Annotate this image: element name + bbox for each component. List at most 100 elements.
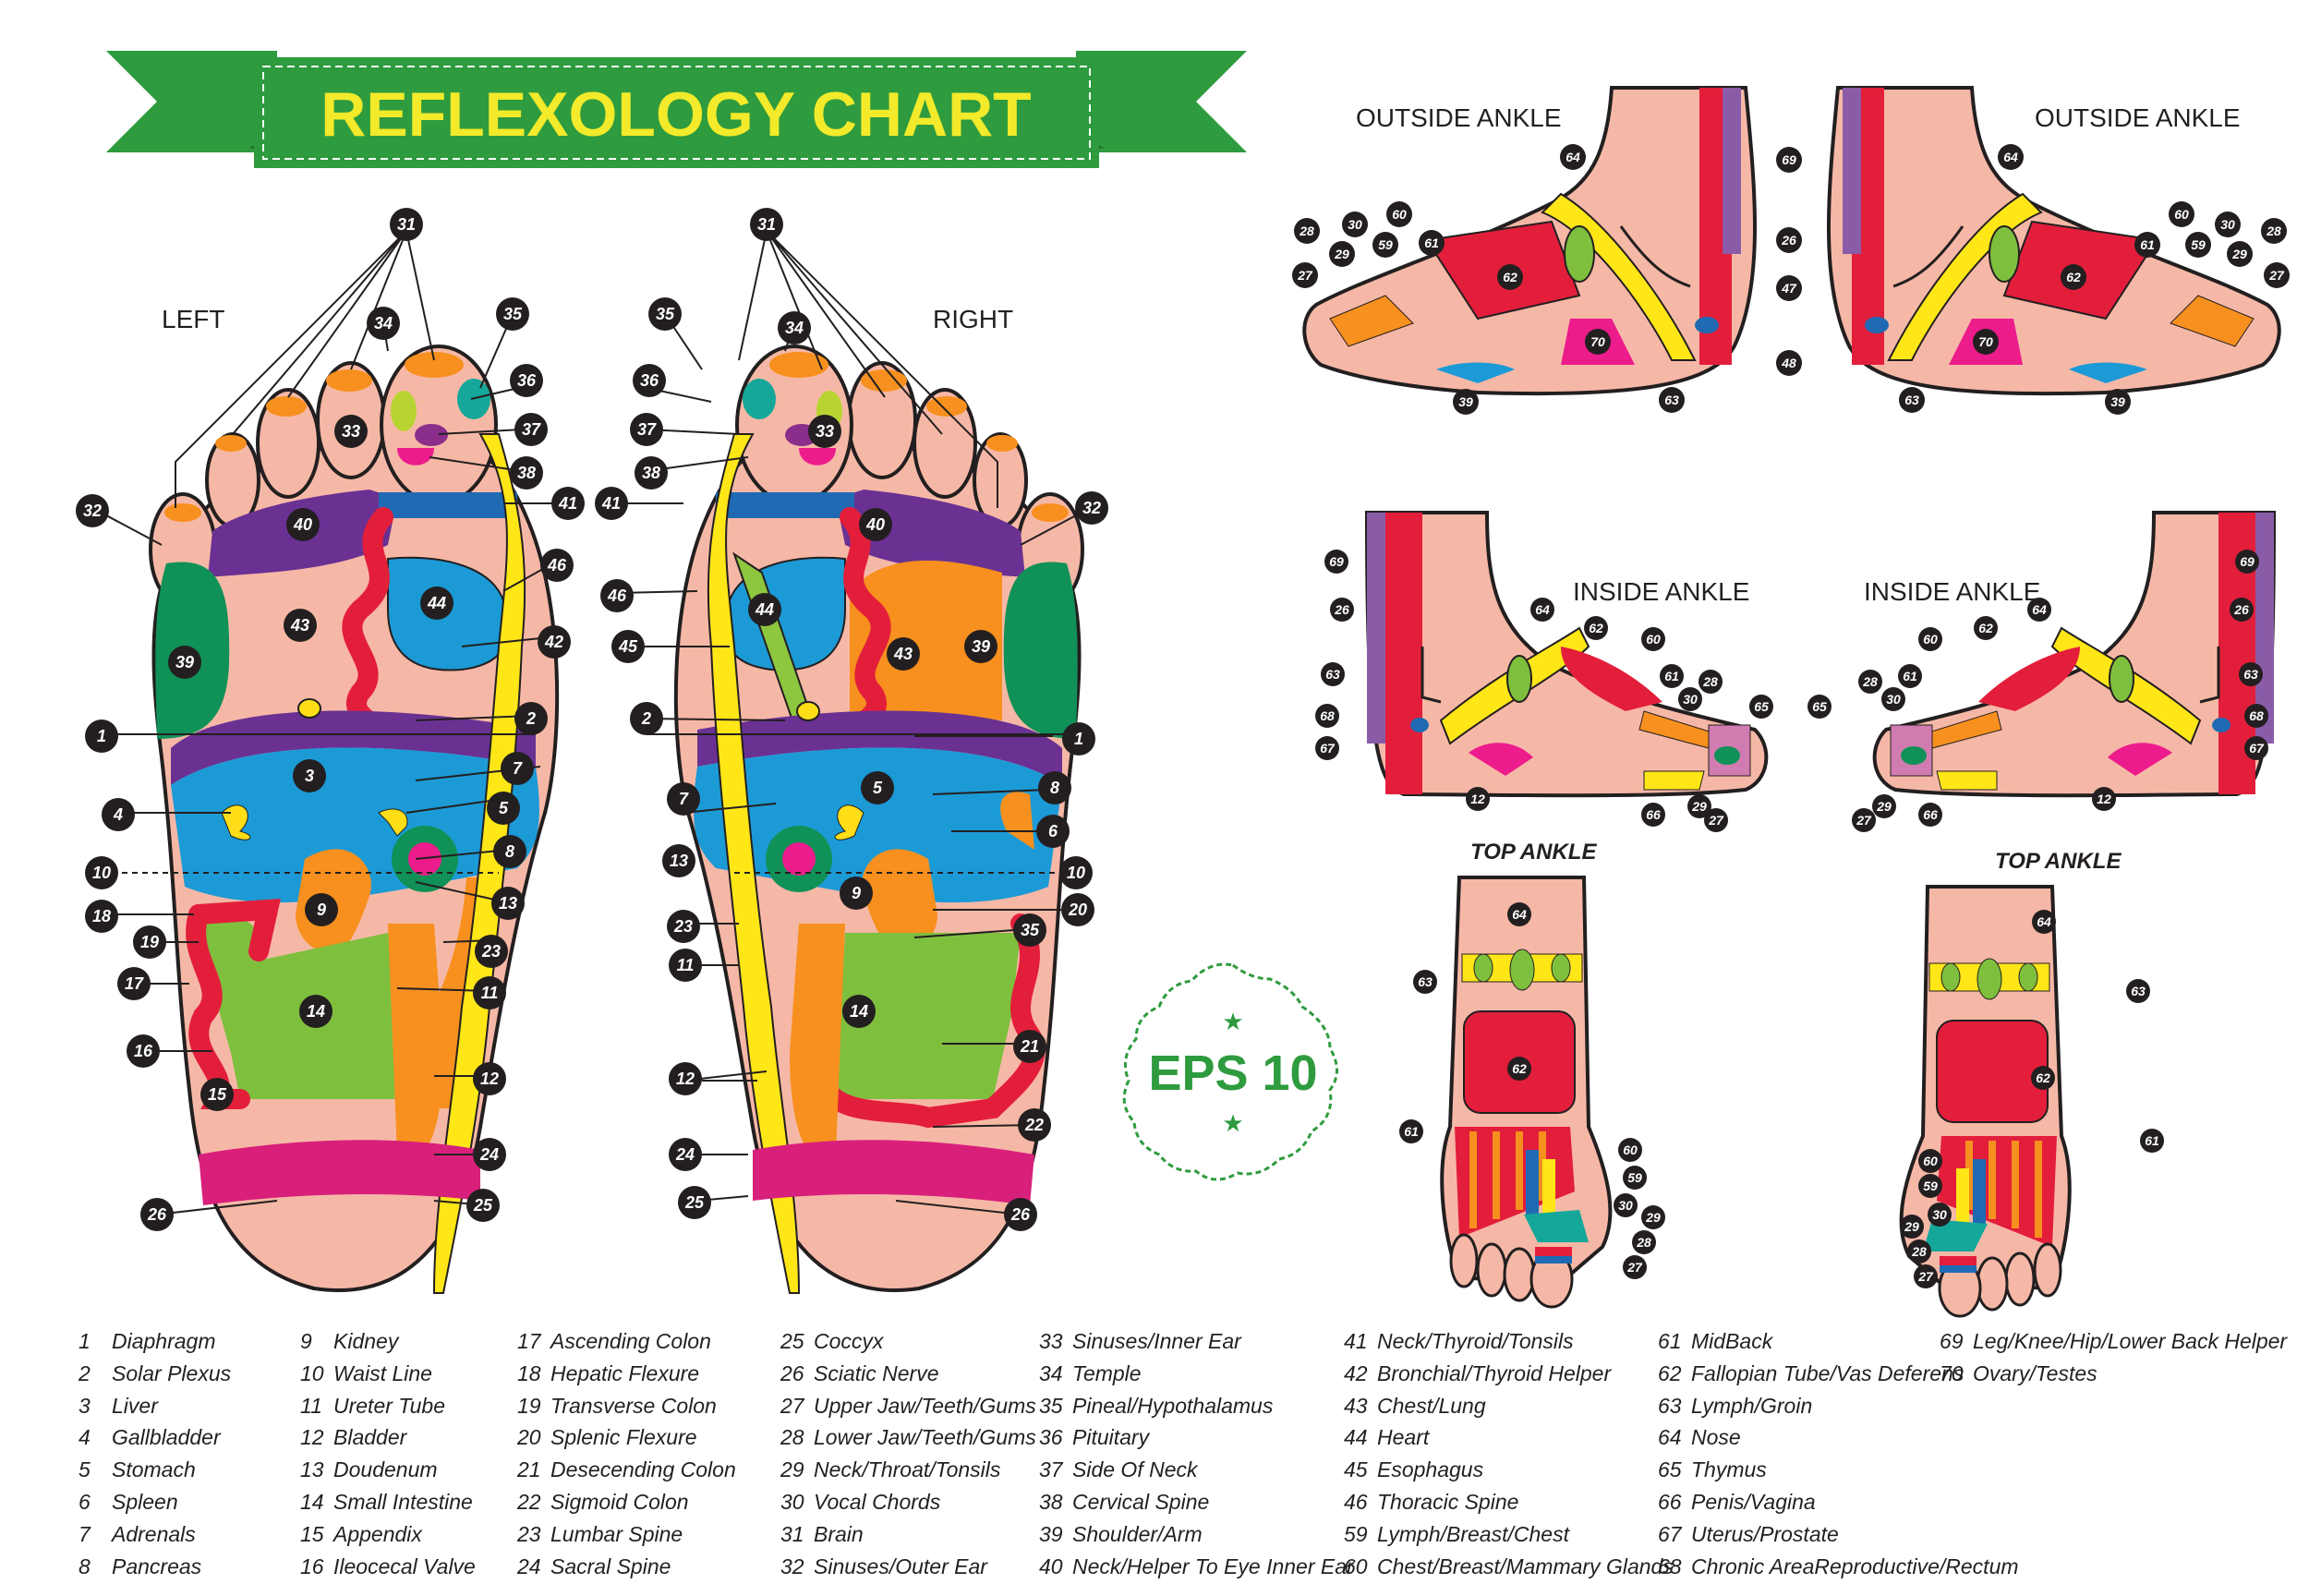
eps-badge: ★ EPS 10 ★ (1122, 962, 1338, 1181)
svg-text:61: 61 (2145, 1133, 2159, 1148)
legend-number: 29 (780, 1457, 804, 1482)
svg-text:37: 37 (522, 420, 541, 439)
marker: 38 (635, 456, 668, 490)
svg-text:64: 64 (2003, 150, 2018, 164)
legend-number: 63 (1658, 1393, 1682, 1418)
marker: 17 (117, 967, 151, 1000)
marker: 16 (127, 1034, 160, 1068)
svg-text:15: 15 (208, 1085, 227, 1104)
left-foot-markers: 31 34 35 36 37 38 41 46 42 2 7 5 8 13 23… (76, 208, 585, 1231)
svg-text:61: 61 (1664, 669, 1679, 683)
legend-label: Ovary/Testes (1973, 1360, 2097, 1385)
legend-number: 68 (1658, 1554, 1682, 1578)
svg-text:41: 41 (601, 494, 621, 513)
outside-ankle-right (1827, 86, 2281, 396)
legend-number: 17 (517, 1329, 541, 1353)
marker: 65 (1807, 695, 1831, 719)
marker: 13 (491, 887, 525, 920)
marker: 60 (1618, 1138, 1642, 1162)
svg-text:26: 26 (1781, 233, 1796, 248)
marker: 61 (2140, 1129, 2164, 1153)
marker: 65 (1749, 695, 1773, 719)
legend-number: 14 (300, 1489, 324, 1514)
marker: 29 (1872, 794, 1896, 818)
svg-text:4: 4 (113, 805, 123, 824)
svg-text:62: 62 (1512, 1061, 1527, 1076)
svg-text:61: 61 (2140, 237, 2155, 252)
svg-text:62: 62 (1503, 270, 1517, 284)
marker: 61 (1898, 664, 1922, 688)
legend-label: Splenic Flexure (550, 1425, 697, 1450)
marker: 24 (669, 1138, 702, 1171)
marker: 3 (293, 759, 326, 792)
legend-number: 36 (1039, 1425, 1063, 1450)
svg-text:30: 30 (2220, 217, 2235, 232)
marker: 61 (2134, 232, 2160, 258)
svg-text:5: 5 (499, 799, 509, 817)
legend-label: Liver (112, 1393, 158, 1418)
svg-text:27: 27 (1626, 1260, 1643, 1275)
title-ribbon: REFLEXOLOGY CHART (106, 51, 1247, 168)
svg-text:59: 59 (1923, 1179, 1938, 1193)
legend-label: Chronic AreaReproductive/Rectum (1691, 1554, 2019, 1578)
legend-number: 32 (780, 1554, 804, 1578)
svg-text:31: 31 (757, 215, 776, 234)
svg-text:24: 24 (479, 1145, 499, 1164)
marker: 59 (2185, 232, 2211, 258)
legend-label: Diaphragm (112, 1329, 216, 1353)
svg-text:38: 38 (642, 464, 660, 482)
marker: 30 (1678, 687, 1702, 711)
marker: 69 (1324, 550, 1348, 574)
marker: 12 (1466, 787, 1490, 811)
marker: 28 (1858, 670, 1882, 694)
legend-label: Chest/Lung (1377, 1393, 1486, 1418)
marker: 36 (510, 364, 543, 397)
marker: 62 (2031, 1066, 2055, 1090)
legend-label: Shoulder/Arm (1072, 1521, 1203, 1546)
marker: 22 (1018, 1108, 1051, 1142)
legend-number: 13 (300, 1457, 324, 1482)
marker: 30 (1881, 687, 1905, 711)
marker: 26 (140, 1198, 174, 1231)
marker: 62 (1584, 616, 1608, 640)
svg-text:62: 62 (2066, 270, 2081, 284)
svg-text:63: 63 (1418, 974, 1433, 989)
svg-text:29: 29 (1691, 799, 1707, 814)
marker: 29 (1641, 1205, 1665, 1229)
marker: 12 (473, 1062, 506, 1095)
marker: 67 (2244, 736, 2268, 760)
svg-text:★: ★ (1222, 1109, 1243, 1137)
legend-label: Gallbladder (112, 1425, 221, 1450)
marker: 25 (466, 1189, 500, 1222)
svg-text:59: 59 (1378, 237, 1393, 252)
svg-text:32: 32 (83, 502, 102, 520)
marker: 41 (595, 487, 628, 520)
svg-text:64: 64 (1535, 602, 1550, 617)
svg-text:39: 39 (175, 653, 194, 671)
marker: 61 (1399, 1119, 1423, 1143)
legend-number: 23 (517, 1521, 541, 1546)
legend-label: Lower Jaw/Teeth/Gums (814, 1425, 1036, 1450)
svg-text:33: 33 (816, 422, 834, 441)
svg-text:41: 41 (558, 494, 577, 513)
legend-label: Lymph/Breast/Chest (1377, 1521, 1569, 1546)
marker: 62 (1974, 616, 1998, 640)
legend-label: Waist Line (333, 1360, 432, 1385)
legend-number: 19 (517, 1393, 541, 1418)
marker: 43 (284, 609, 317, 642)
marker: 21 (1013, 1030, 1046, 1063)
